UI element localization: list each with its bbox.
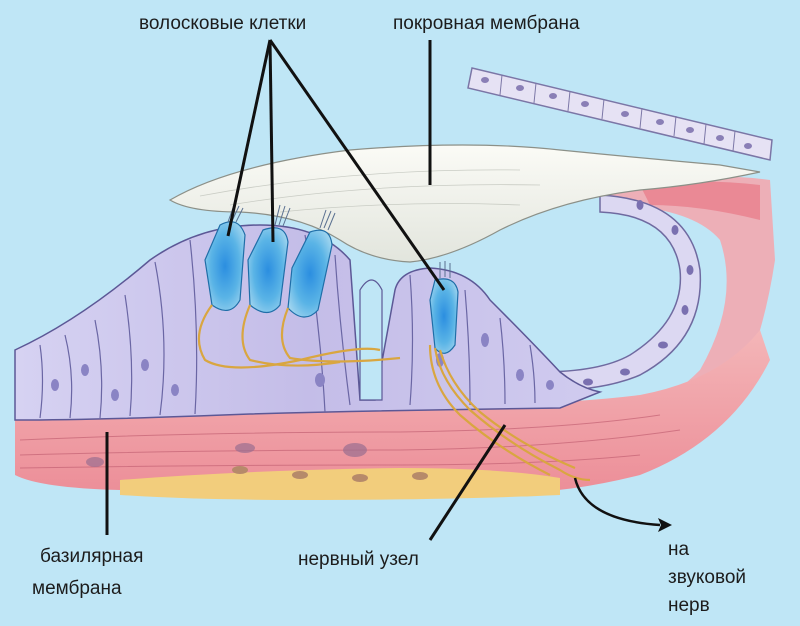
label-nerve-ganglion: нервный узел — [298, 549, 419, 570]
basilar-membrane — [15, 330, 770, 494]
label-basilar-membrane: базилярная мембрана — [32, 545, 144, 601]
outer-sulcus-cells — [539, 194, 702, 391]
outer-hair-cell-3 — [429, 261, 459, 354]
hair-cells — [204, 204, 459, 354]
outer-hair-cell-1 — [247, 204, 291, 314]
arrow-head-icon — [658, 518, 672, 532]
connective-tissue-layer — [120, 466, 560, 500]
leader-lines — [105, 39, 661, 541]
outer-hair-cell-2 — [287, 209, 336, 318]
inner-hair-cell — [204, 204, 246, 311]
label-to-auditory-nerve-line3: нерв — [668, 595, 710, 616]
label-to-auditory-nerve-line1: на — [668, 539, 690, 560]
reissner-membrane — [467, 67, 773, 161]
supporting-cells — [14, 224, 603, 421]
label-basilar-membrane-line2: мембрана — [32, 578, 122, 599]
label-tectorial-membrane: покровная мембрана — [393, 13, 580, 34]
label-basilar-membrane-line1: базилярная — [40, 546, 144, 567]
label-hair-cells: волосковые клетки — [139, 13, 307, 34]
nerve-fibers — [197, 304, 591, 482]
label-to-auditory-nerve-line2: звуковой — [668, 567, 747, 588]
label-to-auditory-nerve: на звуковой нерв — [668, 538, 746, 618]
